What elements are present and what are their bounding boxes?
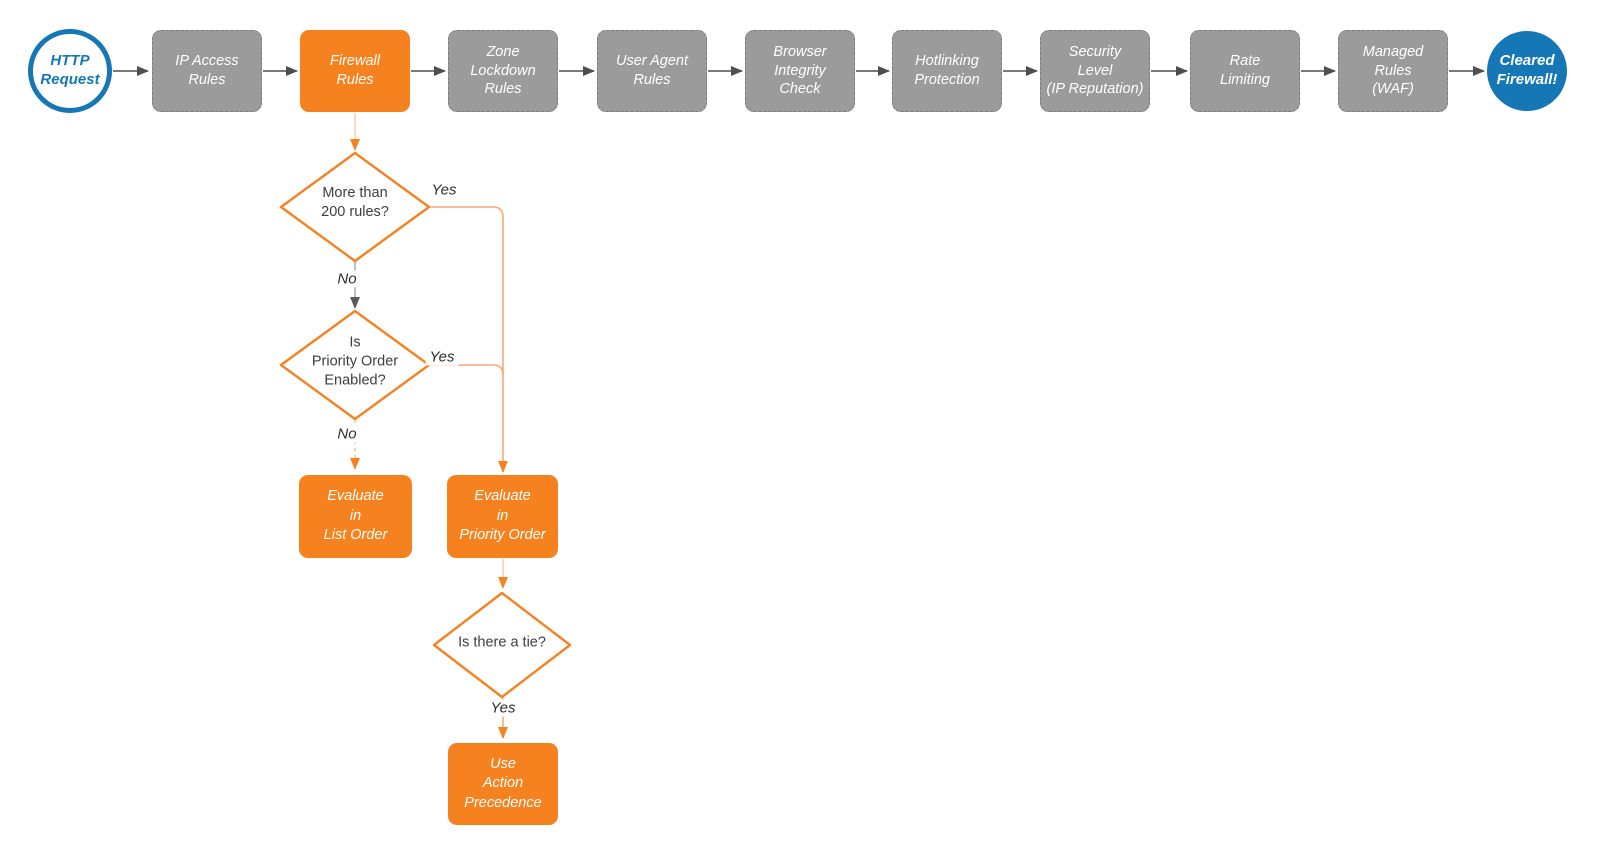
edge-label-yes-3: Yes [486, 699, 520, 717]
edge-label-yes-2: Yes [425, 348, 459, 366]
decision-is-there-a-tie [432, 591, 572, 699]
edge-label-no-2: No [333, 425, 361, 443]
arrow-d1-yes-to-priority [429, 206, 508, 473]
start-node-http-request: HTTP Request [28, 29, 112, 113]
step-managed-rules-waf: Managed Rules (WAF) [1338, 30, 1448, 112]
step-security-level: Security Level (IP Reputation) [1040, 30, 1150, 112]
decision-more-than-200-rules [279, 151, 431, 263]
edge-label-yes-1: Yes [427, 181, 461, 199]
use-action-precedence-node: Use Action Precedence [448, 743, 558, 825]
decision-priority-order-enabled [279, 309, 431, 421]
decision-label-is-there-a-tie: Is there a tie? [458, 634, 546, 651]
arrow-d2-yes-merge [429, 364, 504, 376]
step-browser-integrity-check: Browser Integrity Check [745, 30, 855, 112]
decision-label-more-than-200-rules: More than 200 rules? [321, 185, 389, 220]
evaluate-in-priority-order-node: Evaluate in Priority Order [447, 475, 558, 558]
step-firewall-rules: Firewall Rules [300, 30, 410, 112]
evaluate-in-list-order-node: Evaluate in List Order [299, 475, 412, 558]
end-node-cleared-firewall: Cleared Firewall! [1487, 31, 1567, 111]
step-zone-lockdown-rules: Zone Lockdown Rules [448, 30, 558, 112]
edge-label-no-1: No [333, 270, 361, 288]
step-ip-access-rules: IP Access Rules [152, 30, 262, 112]
step-hotlinking-protection: Hotlinking Protection [892, 30, 1002, 112]
step-rate-limiting: Rate Limiting [1190, 30, 1300, 112]
step-user-agent-rules: User Agent Rules [597, 30, 707, 112]
decision-label-priority-order-enabled: Is Priority Order Enabled? [311, 334, 399, 389]
